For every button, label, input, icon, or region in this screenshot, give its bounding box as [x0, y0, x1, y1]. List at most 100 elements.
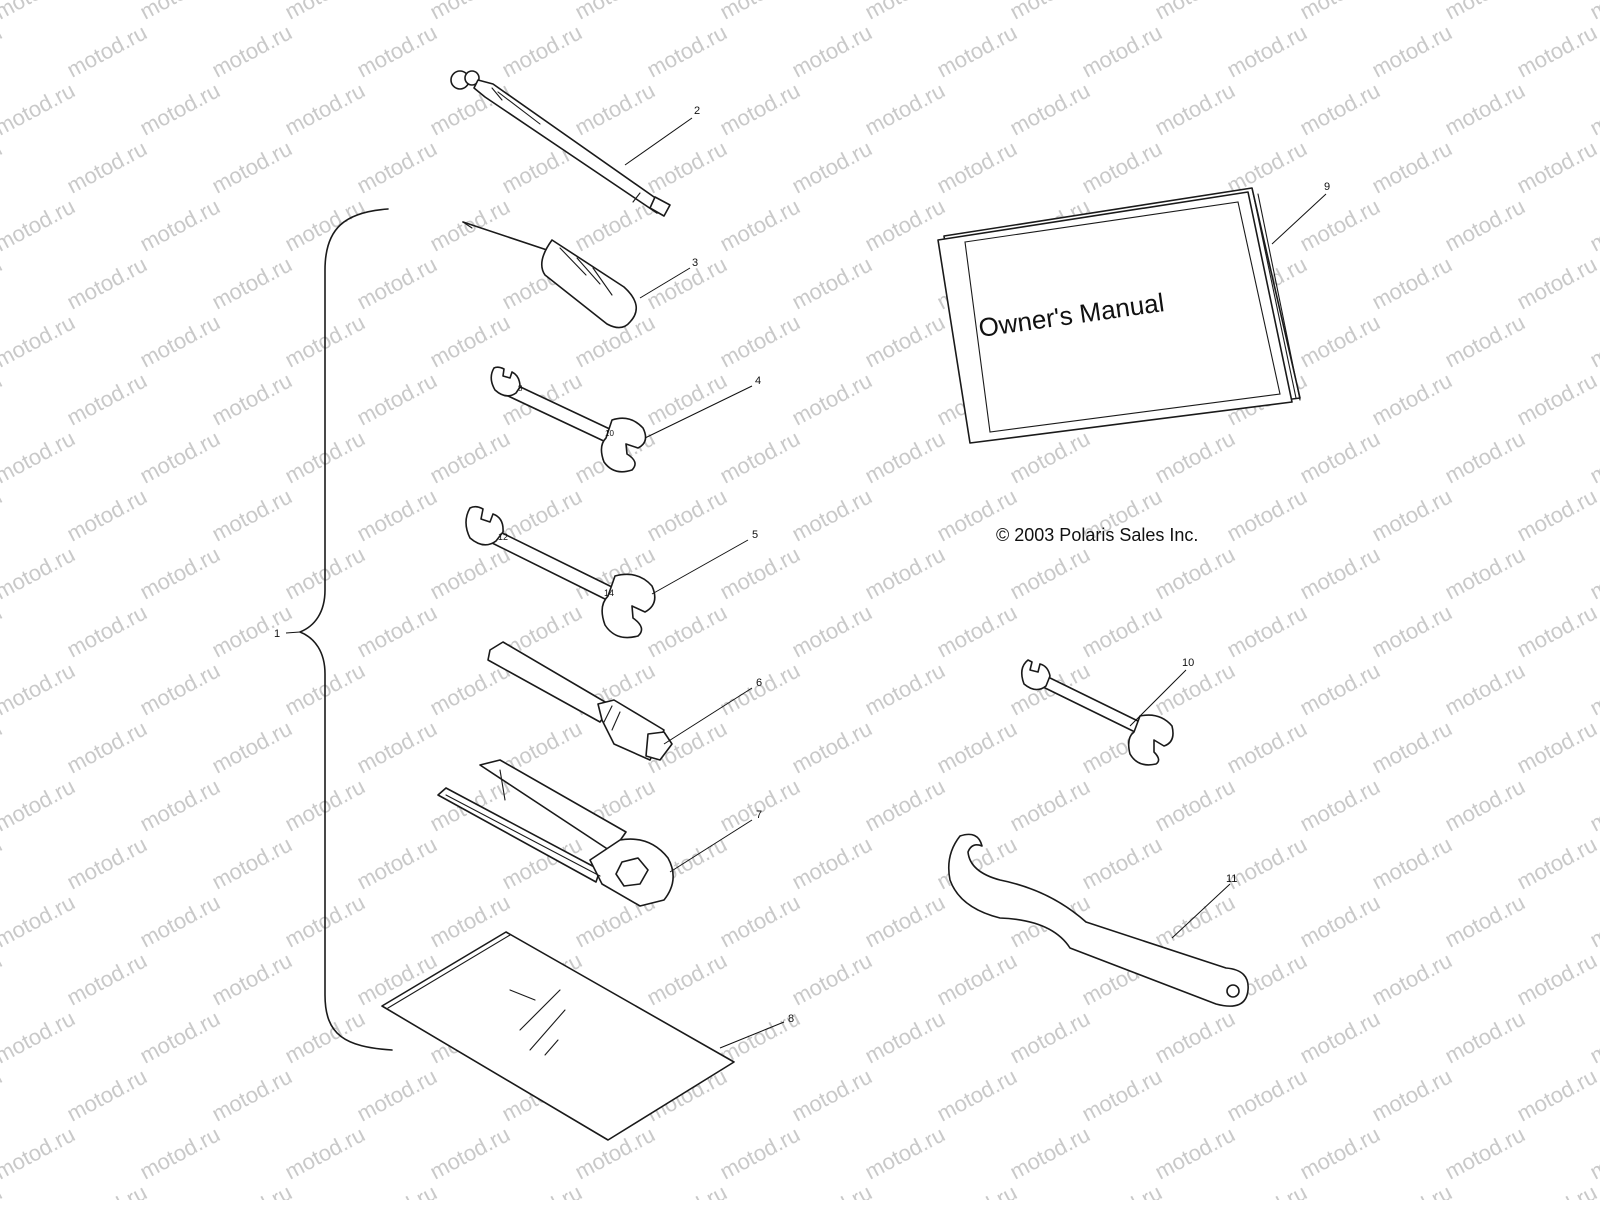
- watermark-text: motod.ru: [861, 658, 949, 721]
- watermark-text: motod.ru: [353, 716, 441, 779]
- watermark-text: motod.ru: [1296, 890, 1384, 953]
- watermark-text: motod.ru: [1296, 310, 1384, 373]
- watermark-text: motod.ru: [281, 0, 369, 24]
- watermark-text: motod.ru: [136, 542, 224, 605]
- watermark-text: motod.ru: [788, 832, 876, 895]
- wrench-mark-8: 8: [518, 384, 523, 393]
- watermark-text: motod.ru: [788, 1064, 876, 1127]
- watermark-text: motod.ru: [0, 658, 79, 721]
- watermark-text: motod.ru: [353, 20, 441, 83]
- watermark-text: motod.ru: [1151, 0, 1239, 24]
- watermark-text: motod.ru: [716, 774, 804, 837]
- watermark-text: motod.ru: [933, 20, 1021, 83]
- watermark-text: motod.ru: [208, 136, 296, 199]
- combination-tool-part: [437, 759, 674, 907]
- watermark-text: motod.ru: [1513, 716, 1600, 779]
- watermark-text: motod.ru: [1368, 136, 1456, 199]
- watermark-text: motod.ru: [136, 194, 224, 257]
- watermark-text: motod.ru: [861, 310, 949, 373]
- callout-2: 2: [694, 105, 700, 117]
- watermark-text: motod.ru: [1513, 832, 1600, 895]
- watermark-text: motod.ru: [1586, 1006, 1600, 1069]
- watermark-text: motod.ru: [136, 310, 224, 373]
- watermark-text: motod.ru: [643, 252, 731, 315]
- watermark-text: motod.ru: [933, 716, 1021, 779]
- watermark-text: motod.ru: [208, 1180, 296, 1200]
- watermark-text: motod.ru: [63, 1180, 151, 1200]
- watermark-text: motod.ru: [208, 252, 296, 315]
- watermark-text: motod.ru: [0, 136, 6, 199]
- watermark-text: motod.ru: [136, 1006, 224, 1069]
- watermark-text: motod.ru: [1513, 948, 1600, 1011]
- watermark-text: motod.ru: [1368, 252, 1456, 315]
- watermark-text: motod.ru: [353, 368, 441, 431]
- watermark-text: motod.ru: [1151, 1006, 1239, 1069]
- callout-10: 10: [1182, 657, 1194, 669]
- watermark-text: motod.ru: [861, 542, 949, 605]
- watermark-text: motod.ru: [0, 252, 6, 315]
- watermark-text: motod.ru: [643, 1180, 731, 1200]
- callout-8: 8: [788, 1013, 794, 1025]
- watermark-text: motod.ru: [788, 368, 876, 431]
- watermark-text: motod.ru: [933, 1064, 1021, 1127]
- watermark-text: motod.ru: [353, 484, 441, 547]
- watermark-text: motod.ru: [1368, 1064, 1456, 1127]
- watermark-text: motod.ru: [861, 1122, 949, 1185]
- watermark-text: motod.ru: [1078, 1180, 1166, 1200]
- watermark-text: motod.ru: [0, 1122, 79, 1185]
- watermark-text: motod.ru: [136, 426, 224, 489]
- wrench-8-10-part: 8 10: [490, 366, 647, 473]
- watermark-text: motod.ru: [498, 1180, 586, 1200]
- watermark-text: motod.ru: [1513, 136, 1600, 199]
- watermark-text: motod.ru: [1296, 0, 1384, 24]
- watermark-text: motod.ru: [1078, 600, 1166, 663]
- watermark-text: motod.ru: [1223, 136, 1311, 199]
- watermark-text: motod.ru: [63, 484, 151, 547]
- watermark-text: motod.ru: [1006, 1006, 1094, 1069]
- spanner-wrench-part: [947, 833, 1249, 1007]
- watermark-text: motod.ru: [1368, 20, 1456, 83]
- watermark-text: motod.ru: [208, 600, 296, 663]
- watermark-text: motod.ru: [1006, 0, 1094, 24]
- watermark-text: motod.ru: [861, 426, 949, 489]
- watermark-text: motod.ru: [498, 20, 586, 83]
- watermark-text: motod.ru: [208, 1064, 296, 1127]
- watermark-text: motod.ru: [1513, 368, 1600, 431]
- watermark-text: motod.ru: [1368, 600, 1456, 663]
- watermark-text: motod.ru: [1513, 1180, 1600, 1200]
- watermark-text: motod.ru: [788, 252, 876, 315]
- watermark-text: motod.ru: [643, 948, 731, 1011]
- watermark-text: motod.ru: [788, 948, 876, 1011]
- callout-5: 5: [752, 529, 758, 541]
- watermark-text: motod.ru: [281, 1006, 369, 1069]
- watermark-text: motod.ru: [716, 0, 804, 24]
- watermark-text: motod.ru: [426, 310, 514, 373]
- watermark-text: motod.ru: [281, 78, 369, 141]
- watermark-text: motod.ru: [426, 542, 514, 605]
- watermark-text: motod.ru: [63, 948, 151, 1011]
- watermark-text: motod.ru: [426, 78, 514, 141]
- watermark-text: motod.ru: [1441, 1006, 1529, 1069]
- watermark-text: motod.ru: [353, 832, 441, 895]
- watermark-text: motod.ru: [933, 948, 1021, 1011]
- owners-manual-part: Owner's Manual: [937, 187, 1301, 444]
- watermark-text: motod.ru: [136, 1122, 224, 1185]
- watermark-text: motod.ru: [0, 716, 6, 779]
- watermark-text: motod.ru: [716, 194, 804, 257]
- callout-3: 3: [692, 257, 698, 269]
- watermark-text: motod.ru: [0, 890, 79, 953]
- wrench-mark-10: 10: [605, 429, 614, 438]
- watermark-text: motod.ru: [0, 20, 6, 83]
- watermark-text: motod.ru: [1368, 484, 1456, 547]
- watermark-text: motod.ru: [0, 78, 79, 141]
- watermark-text: motod.ru: [1006, 1122, 1094, 1185]
- watermark-text: motod.ru: [1368, 368, 1456, 431]
- watermark-text: motod.ru: [281, 194, 369, 257]
- watermark-text: motod.ru: [1078, 20, 1166, 83]
- watermark-text: motod.ru: [1078, 1064, 1166, 1127]
- watermark-text: motod.ru: [1441, 542, 1529, 605]
- watermark-text: motod.ru: [1151, 78, 1239, 141]
- watermark-text: motod.ru: [1151, 426, 1239, 489]
- callout-4: 4: [755, 375, 761, 387]
